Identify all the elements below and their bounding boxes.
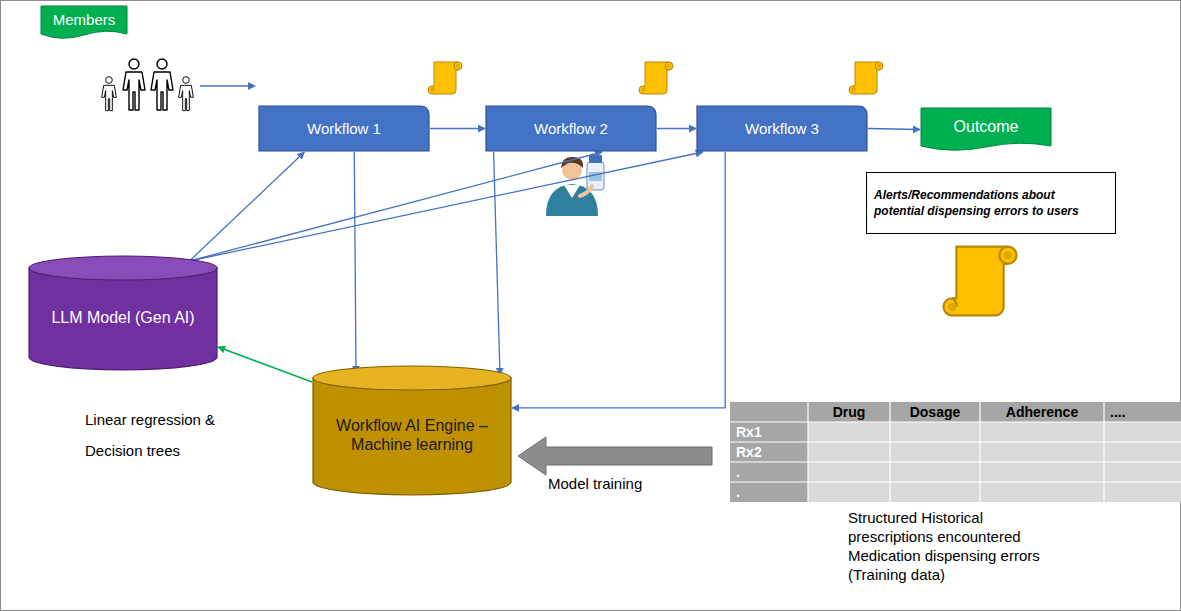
data-table-part-part	[730, 441, 1181, 442]
table-header: Drug	[808, 402, 890, 422]
database-cylinder: LLM Model (Gen AI)	[28, 255, 218, 370]
data-table-part-part	[889, 402, 890, 502]
connector	[494, 152, 500, 375]
note-box-outline	[866, 172, 1116, 234]
cylinder-cap	[29, 256, 217, 280]
pharmacist-icon-part	[564, 185, 580, 198]
family-icon-part	[151, 59, 173, 110]
process-box: Workflow 2	[485, 105, 657, 152]
family-icon-part	[123, 59, 145, 110]
pharmacist-icon-part	[580, 186, 592, 196]
node-text: Outcome	[954, 117, 1019, 136]
document-icon-part	[943, 247, 1016, 316]
algorithm-note: Decision trees	[85, 441, 265, 460]
algorithm-note: Linear regression &	[85, 410, 265, 429]
document-icon-part	[428, 62, 462, 94]
node-text: Workflow AI Engine – Machine learning	[326, 416, 498, 454]
member-arrow-part	[248, 82, 256, 90]
data-table-part-part	[807, 402, 808, 502]
data-table	[730, 402, 1181, 502]
note-outline	[867, 173, 1116, 234]
row-header: .	[730, 462, 808, 482]
training-arrow	[518, 437, 712, 475]
pharmacist-icon-part	[589, 155, 602, 163]
connector	[657, 128, 696, 129]
note-box: Alerts/Recommendations about potential d…	[866, 172, 1116, 234]
data-table-part-part	[730, 481, 1181, 482]
connector	[190, 152, 305, 261]
node-text: Members	[53, 11, 116, 29]
training-arrow-part	[518, 437, 712, 475]
table-caption: Structured Historical prescriptions enco…	[848, 508, 1053, 584]
connector	[868, 129, 920, 130]
data-table-part-part	[979, 402, 980, 502]
row-header: Rx2	[730, 442, 808, 462]
box-shape	[486, 106, 656, 151]
cylinder-cap	[313, 366, 511, 390]
row-header: .	[730, 482, 808, 502]
data-table-part-part	[730, 421, 1181, 422]
data-table-part-part	[730, 461, 1181, 462]
connector	[354, 152, 356, 373]
member-arrow-part	[200, 85, 250, 86]
connector	[190, 152, 603, 261]
node-text: Workflow 3	[745, 120, 819, 138]
database-cylinder: Workflow AI Engine – Machine learning	[312, 365, 512, 495]
node-text: Workflow 1	[307, 120, 381, 138]
node-text: Workflow 2	[534, 120, 608, 138]
arrow-label: Model training	[548, 474, 678, 493]
banner-shape	[41, 6, 127, 38]
members-banner: Members	[40, 5, 128, 40]
connector	[190, 152, 703, 261]
document-icon-part	[849, 62, 883, 94]
box-shape	[697, 106, 867, 151]
connector	[512, 152, 725, 408]
process-box: Workflow 3	[696, 105, 868, 152]
table-header: ....	[1104, 402, 1180, 422]
node-text: LLM Model (Gen AI)	[51, 308, 194, 327]
row-header: Rx1	[730, 422, 808, 442]
data-table-part-part	[1103, 402, 1104, 502]
member-arrow	[200, 82, 256, 90]
document-icon-part	[639, 62, 673, 94]
cylinder-body	[29, 268, 217, 370]
note-text: Alerts/Recommendations about potential d…	[874, 187, 1108, 219]
outcome-banner: Outcome	[920, 107, 1052, 152]
box-shape	[259, 106, 429, 151]
table-header: Dosage	[890, 402, 980, 422]
data-table-part	[730, 402, 1181, 502]
process-box: Workflow 1	[258, 105, 430, 152]
data-table-part	[730, 402, 1181, 502]
family-icon-part	[102, 77, 117, 111]
banner-shape	[921, 108, 1051, 150]
connector	[218, 347, 312, 382]
table-header: Adherence	[980, 402, 1104, 422]
data-table-part	[730, 402, 808, 502]
connector	[430, 128, 485, 129]
pharmacist-icon-part	[546, 184, 598, 216]
cylinder-body	[313, 378, 511, 495]
family-icon-part	[179, 77, 194, 111]
family-icon	[102, 59, 194, 111]
